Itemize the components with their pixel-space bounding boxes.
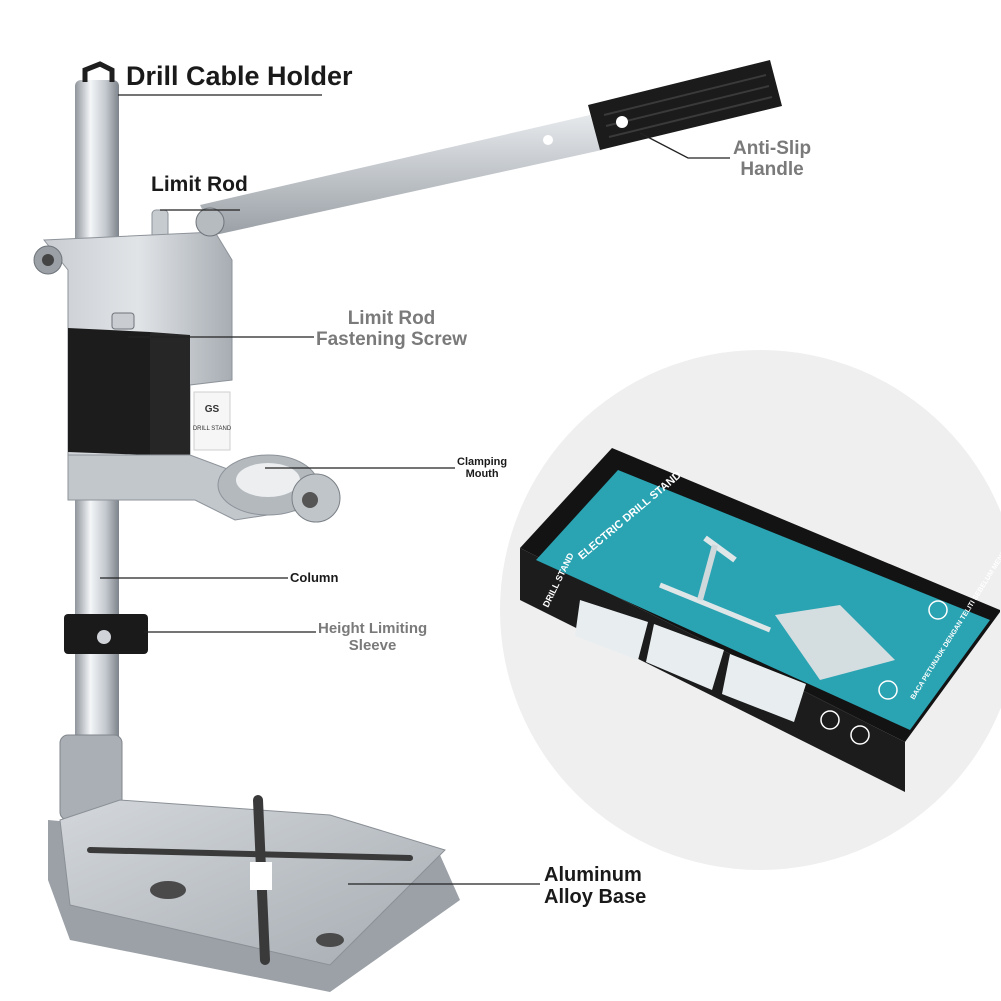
label-text: Clamping (457, 456, 508, 468)
label-limit-rod: Limit Rod (151, 173, 248, 196)
cable-holder-hook (82, 61, 115, 82)
label-text: Height Limiting (318, 620, 428, 637)
label-text: Drill Cable Holder (126, 61, 353, 91)
height-limiting-sleeve (64, 614, 148, 654)
label-text: Handle (740, 158, 804, 180)
label-clamping-mouth: Clamping Mouth (457, 456, 507, 480)
label-text: Limit Rod (151, 173, 248, 196)
label-drill-cable-holder: Drill Cable Holder (126, 61, 353, 92)
label-text: Mouth (465, 468, 499, 481)
callout-lines (100, 94, 730, 885)
label-text: Column (290, 570, 339, 585)
label-text: Limit Rod (347, 308, 436, 329)
package-box: ELECTRIC DRILL STAND DRILL STAND BACA PE… (520, 448, 1001, 792)
label-text: Alloy Base (544, 886, 647, 908)
label-text: Sleeve (348, 636, 397, 654)
sticker-text: DRILL STAND (193, 426, 232, 432)
lever-arm (200, 115, 602, 235)
anti-slip-handle (588, 60, 782, 150)
label-text: Anti-Slip (733, 138, 812, 159)
label-anti-slip-handle: Anti-Slip Handle (733, 138, 812, 181)
label-height-limiting-sleeve: Height Limiting Sleeve (318, 620, 428, 654)
label-aluminum-alloy-base: Aluminum Alloy Base (544, 864, 646, 908)
sticker-logo: GS (205, 404, 220, 415)
label-limit-rod-fastening-screw: Limit Rod Fastening Screw (316, 308, 467, 351)
label-text: Aluminum (544, 864, 642, 886)
label-text: Fastening Screw (316, 328, 467, 350)
carriage: GS DRILL STAND (33, 207, 341, 523)
aluminum-base (48, 795, 460, 992)
label-column: Column (290, 570, 339, 585)
